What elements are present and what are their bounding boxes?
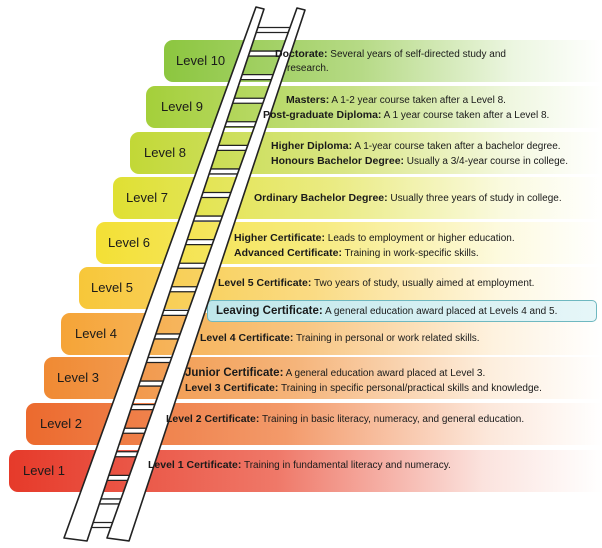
- ladder-rung: [237, 73, 277, 81]
- ladder-rung: [229, 97, 269, 104]
- desc-level-9: Masters: A 1-2 year course taken after a…: [263, 94, 550, 121]
- ladder-rung: [253, 26, 293, 34]
- level-label-10: Level 10: [176, 53, 226, 68]
- level-label-8: Level 8: [144, 145, 186, 160]
- level-label-6: Level 6: [108, 235, 150, 250]
- level-label-4: Level 4: [75, 326, 117, 341]
- desc-level-2: Level 2 Certificate: Training in basic l…: [166, 413, 525, 425]
- level-label-7: Level 7: [126, 190, 168, 205]
- leaving-certificate-box: [207, 300, 597, 322]
- desc-level-4: Level 4 Certificate: Training in persona…: [200, 332, 480, 344]
- desc-level-7: Ordinary Bachelor Degree: Usually three …: [254, 192, 562, 204]
- ladder-left-rail: [63, 6, 265, 542]
- desc-level-3: Junior Certificate: A general education …: [185, 367, 542, 394]
- level-label-3: Level 3: [57, 370, 99, 385]
- desc-level-8: Higher Diploma: A 1-year course taken af…: [271, 140, 569, 167]
- level-label-1: Level 1: [23, 463, 65, 478]
- desc-level-1: Level 1 Certificate: Training in fundame…: [148, 459, 451, 471]
- desc-leaving-certificate: Leaving Certificate: A general education…: [216, 305, 558, 317]
- level-label-5: Level 5: [91, 280, 133, 295]
- ladder-rung: [221, 121, 260, 128]
- level-label-9: Level 9: [161, 99, 203, 114]
- level-label-2: Level 2: [40, 416, 82, 431]
- desc-level-6: Higher Certificate: Leads to employment …: [234, 232, 515, 259]
- desc-level-10: Doctorate: Several years of self-directe…: [275, 48, 506, 74]
- ladder-right-rail: [106, 7, 306, 542]
- desc-level-5: Level 5 Certificate: Two years of study,…: [218, 277, 535, 289]
